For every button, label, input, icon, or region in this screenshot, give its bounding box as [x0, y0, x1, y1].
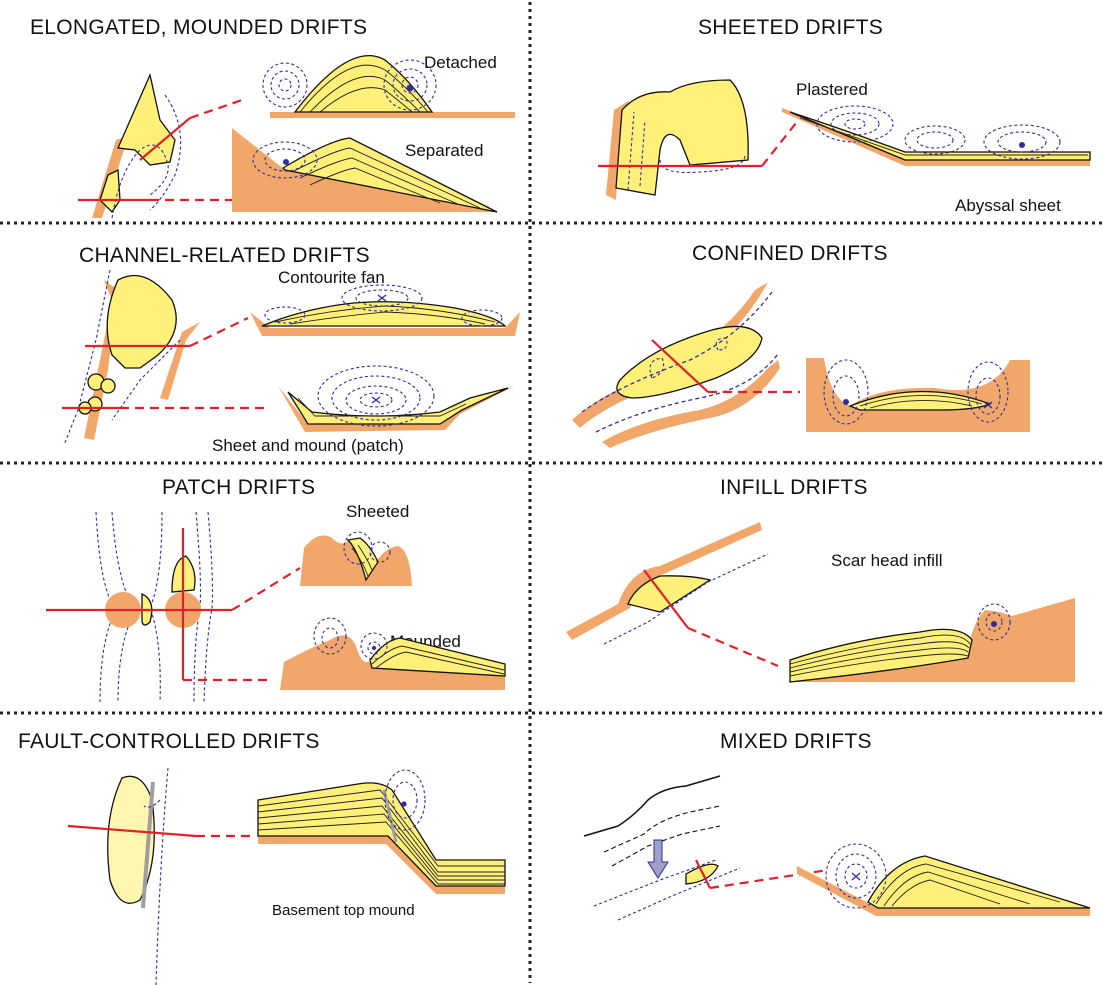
- title-mixed: MIXED DRIFTS: [720, 730, 872, 753]
- patch-panel-graphics: [46, 512, 505, 702]
- title-confined: CONFINED DRIFTS: [692, 242, 888, 265]
- elongated-panel-graphics: [78, 56, 515, 218]
- title-channel: CHANNEL-RELATED DRIFTS: [79, 244, 370, 267]
- title-sheeted: SHEETED DRIFTS: [698, 16, 883, 39]
- label-abyssal-sheet: Abyssal sheet: [955, 196, 1061, 215]
- label-detached: Detached: [424, 53, 497, 72]
- label-contourite-fan: Contourite fan: [278, 268, 385, 287]
- label-scar-head-infill: Scar head infill: [831, 551, 943, 570]
- fault-panel-graphics: [68, 768, 505, 985]
- mixed-panel-graphics: [584, 776, 1090, 920]
- channel-panel-graphics: [62, 270, 520, 445]
- title-elongated: ELONGATED, MOUNDED DRIFTS: [30, 16, 367, 39]
- title-fault: FAULT-CONTROLLED DRIFTS: [18, 730, 320, 753]
- label-sheeted: Sheeted: [346, 502, 409, 521]
- infill-panel-graphics: [566, 522, 1075, 682]
- confined-panel-graphics: [572, 282, 1030, 448]
- title-infill: INFILL DRIFTS: [720, 476, 868, 499]
- title-patch: PATCH DRIFTS: [162, 476, 315, 499]
- label-plastered: Plastered: [796, 80, 868, 99]
- label-separated: Separated: [405, 141, 483, 160]
- label-sheet-and-mound: Sheet and mound (patch): [212, 436, 404, 455]
- label-basement-top-mound: Basement top mound: [272, 902, 415, 919]
